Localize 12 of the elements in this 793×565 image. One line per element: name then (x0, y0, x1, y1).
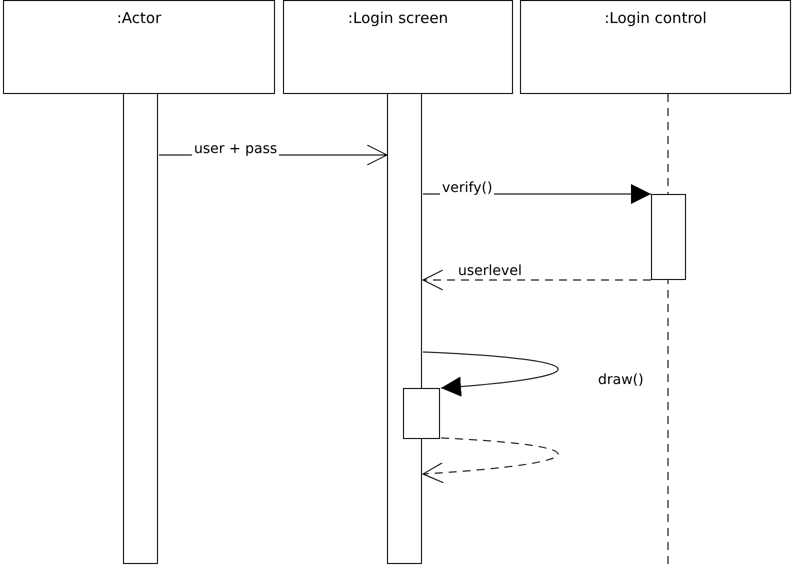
return-message-arrow (422, 270, 652, 290)
message-label: verify() (440, 180, 494, 196)
lifeline-header-box: :Login control (520, 0, 791, 94)
message-arrow (422, 352, 558, 396)
activation-bar (651, 194, 686, 280)
return-message-arrow (422, 438, 558, 484)
lifeline-header-box: :Actor (3, 0, 275, 94)
activation-bar (403, 388, 440, 439)
message-label: user + pass (192, 141, 280, 157)
lifeline-header-box: :Login screen (283, 0, 513, 94)
activation-bar (123, 93, 158, 564)
activation-bar (387, 93, 422, 564)
